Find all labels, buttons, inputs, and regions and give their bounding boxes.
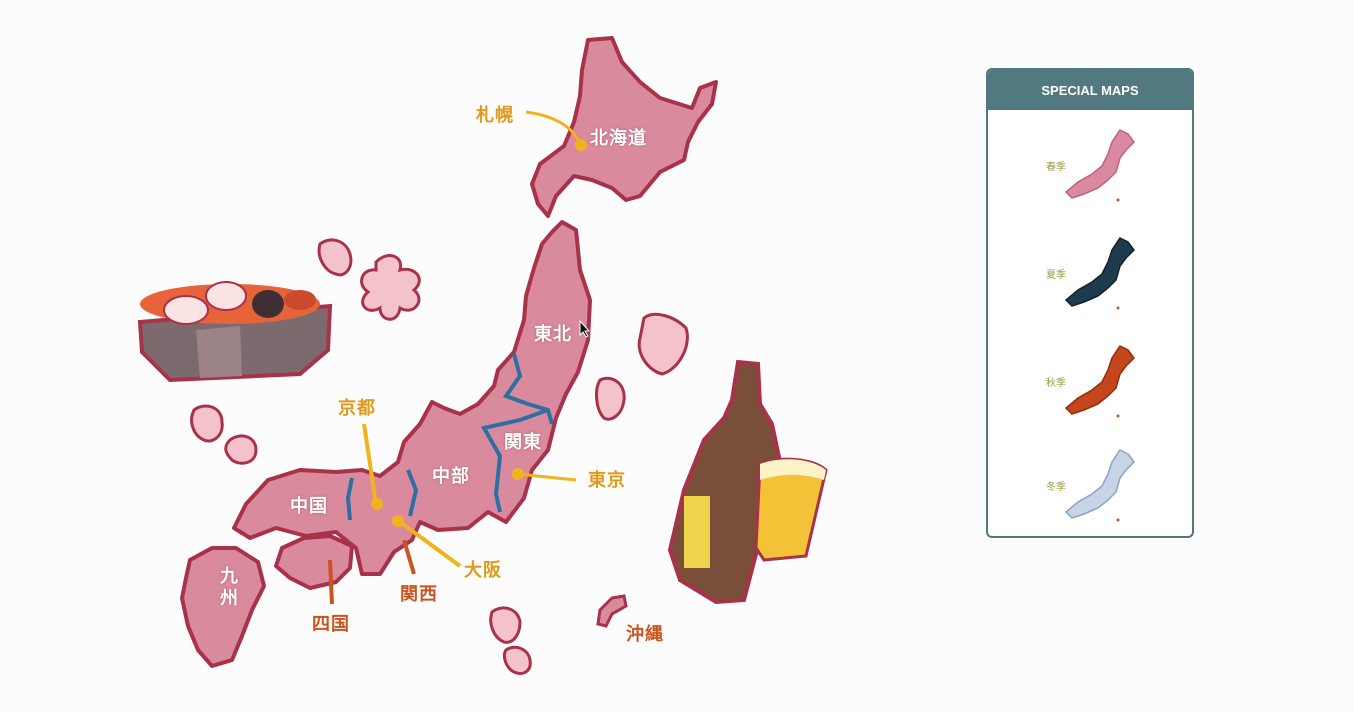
tokyo-label[interactable]: 東京 [588,470,626,491]
sapporo-label[interactable]: 札幌 [476,105,514,126]
season-spring-item[interactable]: 春季 [988,120,1192,220]
kansai-leader [402,539,416,575]
kyoto-label[interactable]: 京都 [338,398,376,419]
season-winter-item[interactable]: 冬季 [988,440,1192,536]
kyoto-dot[interactable] [371,498,383,510]
season-autumn-label: 秋季 [1046,378,1066,389]
tokyo-dot[interactable] [512,468,524,480]
sapporo-dot[interactable] [575,139,587,151]
beer-illustration [667,359,828,605]
tohoku-kanto-border [502,353,554,425]
tokyo-leader [517,472,577,482]
chugoku-kansai-border [345,477,354,521]
hokkaido-region[interactable] [530,36,718,218]
season-summer-item[interactable]: 夏季 [988,228,1192,328]
shikoku-leader [328,559,334,605]
sakura-petals [190,238,689,675]
special-maps-panel: SPECIAL MAPS 春季 夏季 秋季 冬季 [986,68,1194,538]
season-summer-label: 夏季 [1046,270,1066,281]
season-autumn-item[interactable]: 秋季 [988,336,1192,436]
winter-map-icon [1064,449,1135,522]
kanto-chubu-border [480,408,549,513]
chubu-label[interactable]: 中部 [432,466,470,487]
bento-illustration [137,281,333,383]
shikoku-label[interactable]: 四国 [312,614,350,635]
okinawa-island[interactable] [596,594,628,628]
shikoku-region[interactable] [274,534,354,590]
autumn-map-icon [1064,345,1135,418]
season-winter-label: 冬季 [1046,482,1066,493]
kyushu-label[interactable]: 九州 [220,566,239,609]
summer-map-icon [1064,237,1135,310]
mouse-cursor-icon [579,320,591,338]
sapporo-leader [525,110,582,145]
spring-map-icon [1064,129,1135,202]
hokkaido-label[interactable]: 北海道 [590,128,647,149]
kyoto-leader [362,423,378,505]
honshu-region[interactable] [232,220,592,576]
osaka-label[interactable]: 大阪 [464,560,502,581]
kansai-label[interactable]: 関西 [400,584,438,605]
chubu-kansai-border [406,469,419,517]
kanto-label[interactable]: 関東 [504,432,542,453]
chugoku-label[interactable]: 中国 [290,496,328,517]
special-maps-title: SPECIAL MAPS [988,70,1192,110]
osaka-dot[interactable] [392,515,404,527]
kyushu-region[interactable] [180,546,266,668]
okinawa-label[interactable]: 沖縄 [626,624,664,645]
season-spring-label: 春季 [1046,162,1066,173]
tohoku-label[interactable]: 東北 [534,324,572,345]
osaka-leader [398,520,462,568]
